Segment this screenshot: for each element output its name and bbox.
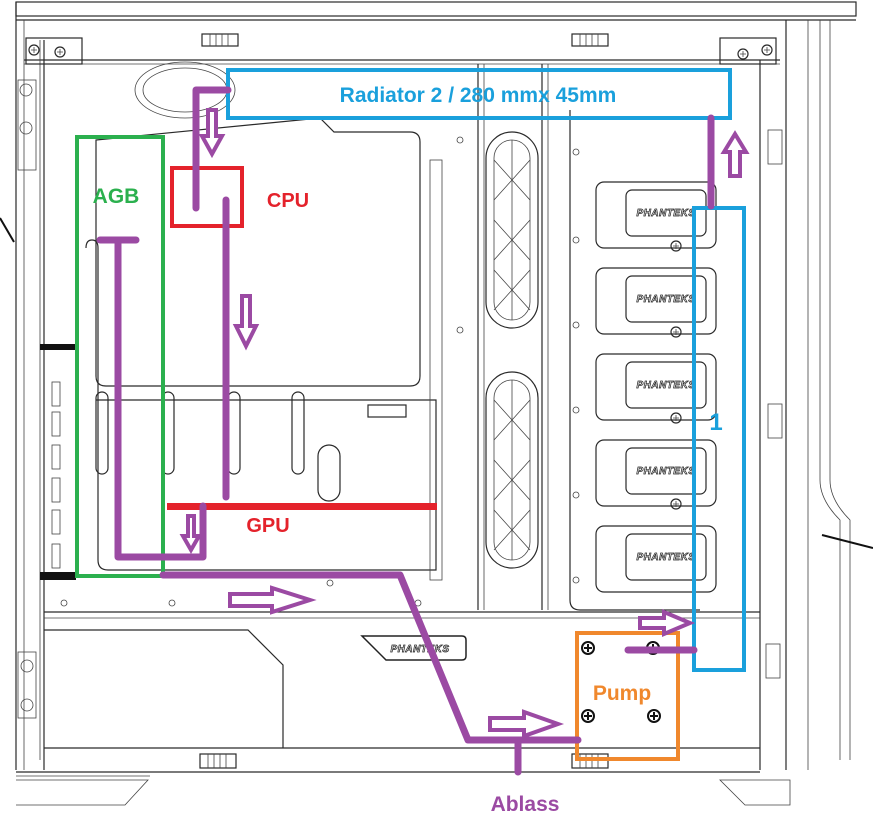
arrow-right-icon xyxy=(488,709,565,739)
shroud-brand-plate: PHANTEKS xyxy=(360,635,467,661)
drive-bay: PHANTEKS xyxy=(595,439,717,510)
svg-text:PHANTEKS: PHANTEKS xyxy=(636,380,695,391)
flow-arrows xyxy=(179,108,750,739)
radiator-2-box xyxy=(226,68,732,120)
reservoir-box xyxy=(75,135,165,578)
svg-text:PHANTEKS: PHANTEKS xyxy=(636,208,695,219)
radiator-2-label: Radiator 2 / 280 mmx 45mm xyxy=(340,84,617,107)
reservoir-label: AGB xyxy=(93,185,140,208)
brand-logo-shroud: PHANTEKS xyxy=(390,644,449,655)
arrow-down-icon xyxy=(198,108,226,159)
case-outline: PHANTEKS xyxy=(0,1,873,806)
top-bracket-left xyxy=(25,37,83,65)
arrow-right-icon xyxy=(638,608,696,638)
psu-shroud xyxy=(44,629,284,748)
svg-text:PHANTEKS: PHANTEKS xyxy=(636,466,695,477)
cpu-box xyxy=(170,166,244,228)
cpu-label: CPU xyxy=(267,190,309,212)
expansion-slots xyxy=(51,381,61,569)
radiator-1-box xyxy=(692,206,746,672)
top-panel xyxy=(15,1,857,17)
vent-slot-lower xyxy=(485,371,539,569)
svg-text:PHANTEKS: PHANTEKS xyxy=(636,294,695,305)
tube-reservoir-to-pump xyxy=(159,571,582,744)
gpu-label: GPU xyxy=(246,515,289,537)
drive-bay: PHANTEKS xyxy=(595,267,717,338)
arrow-right-icon xyxy=(228,585,317,615)
arrow-up-icon xyxy=(720,130,750,178)
mount-holes xyxy=(60,136,580,607)
coolant-loop xyxy=(96,86,715,776)
drive-bay: PHANTEKS xyxy=(595,181,717,252)
svg-text:PHANTEKS: PHANTEKS xyxy=(636,552,695,563)
drive-bay: PHANTEKS xyxy=(595,353,717,424)
pump-box xyxy=(575,631,680,761)
drive-bay: PHANTEKS xyxy=(595,525,717,593)
arrow-down-icon xyxy=(232,294,260,351)
top-vent-grilles xyxy=(201,33,609,47)
tube-radiator-to-cpu xyxy=(192,86,232,212)
cable-grommets xyxy=(95,391,407,502)
gpu-bar xyxy=(167,503,437,510)
radiator-1-label: 1 xyxy=(709,409,722,436)
pump-label: Pump xyxy=(593,682,651,705)
motherboard-tray xyxy=(95,117,421,387)
tube-gpu-to-reservoir xyxy=(96,236,207,561)
drive-bays: PHANTEKS PHANTEKS PHANTEKS PHANTEKS PHAN… xyxy=(595,181,717,593)
drain-label: Ablass xyxy=(491,793,560,816)
vent-slot-upper xyxy=(485,131,539,329)
arrow-down-icon xyxy=(179,514,203,555)
top-bracket-right xyxy=(719,37,777,65)
